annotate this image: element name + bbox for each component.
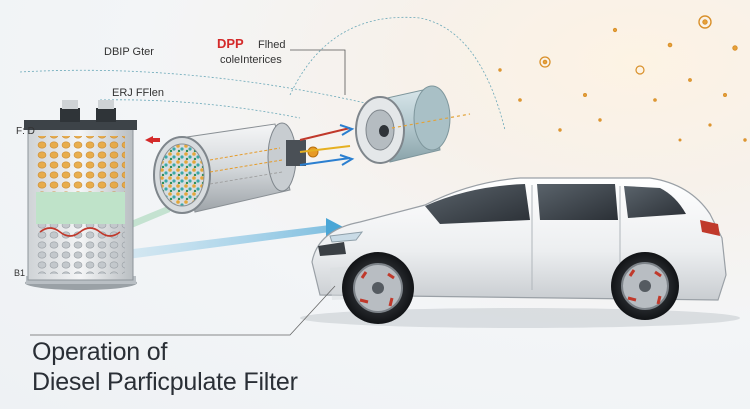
title-line-1: Operation of [32,338,168,366]
title-line-2: Diesel Parficpulate Filter [32,368,298,396]
label-erj: ERJ FFlen [112,87,164,99]
label-dpp: DPP [217,36,244,51]
exhaust-particles [498,15,747,142]
label-coleinterices: coleInterices [220,54,282,66]
label-flhed: Flhed [258,39,286,51]
callout-line [290,49,346,95]
label-dbip: DBIP Gter [104,46,154,58]
label-b1: B1 [14,268,26,278]
title-pointer-line [30,285,336,336]
filter-drum [355,85,471,164]
flow-arrows [299,124,355,166]
label-f: F: D [16,126,35,137]
guide-line [289,16,506,131]
dpf-cylinder [153,122,319,214]
filter-canister [24,100,160,290]
guide-line [99,99,301,119]
suv-car [300,177,740,328]
guide-line [19,69,396,111]
